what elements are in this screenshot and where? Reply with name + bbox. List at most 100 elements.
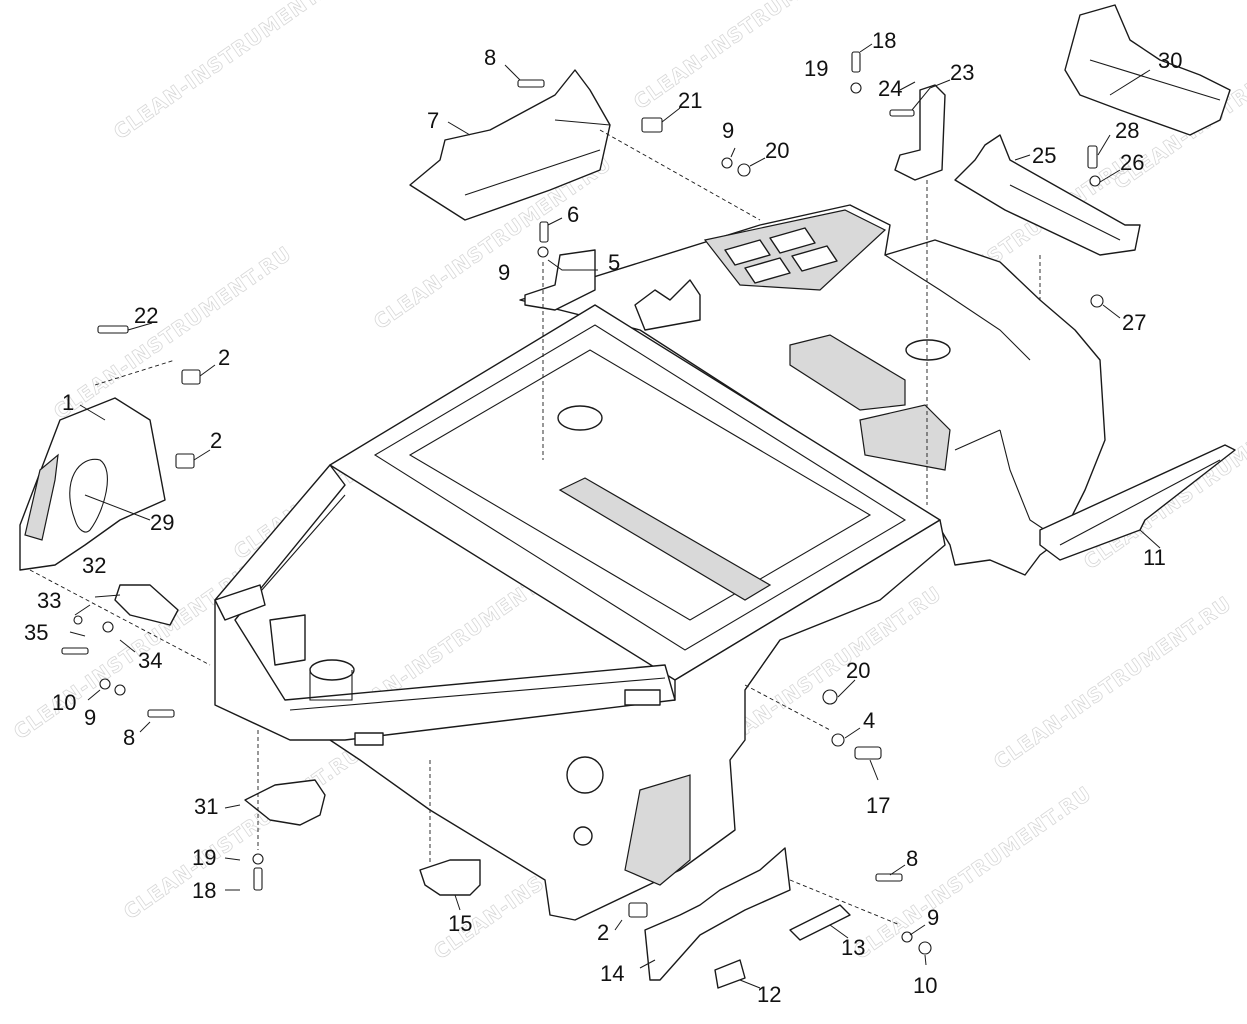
callout-label-2: 2	[218, 345, 230, 370]
rail-11	[1039, 444, 1236, 561]
callout-label-13: 13	[841, 935, 865, 960]
callout-labels: 1 2 2 2 4 5 6 7 8 8 8 9 9 9 9 10 10 11 1…	[24, 28, 1182, 1007]
plate-14	[644, 847, 791, 981]
nut-20	[737, 163, 751, 177]
callout-label-17: 17	[866, 793, 890, 818]
washer-4	[831, 733, 845, 747]
bolt-17	[854, 746, 882, 760]
callout-label-27: 27	[1122, 310, 1146, 335]
callout-label-30: 30	[1158, 48, 1182, 73]
washer-19	[850, 82, 862, 94]
callout-label-7: 7	[427, 108, 439, 133]
bolt-8	[147, 709, 175, 718]
callout-label-34: 34	[138, 648, 162, 673]
bracket-7	[409, 69, 611, 221]
callout-label-2: 2	[210, 428, 222, 453]
hardware	[61, 51, 1104, 955]
callout-label-29: 29	[150, 510, 174, 535]
nut-2	[175, 453, 195, 469]
washer-34	[102, 621, 114, 633]
callout-label-18: 18	[872, 28, 896, 53]
lever-23	[894, 84, 946, 181]
callout-label-8: 8	[906, 846, 918, 871]
washer-19	[252, 853, 264, 865]
callout-label-22: 22	[134, 303, 158, 328]
callout-label-9: 9	[722, 118, 734, 143]
watermark: CLEAN-INSTRUMENT.RU	[49, 241, 296, 424]
callout-label-2: 2	[597, 920, 609, 945]
callout-label-15: 15	[448, 911, 472, 936]
front-bumper	[214, 464, 676, 746]
bracket-30	[1064, 4, 1231, 136]
nut-10	[99, 678, 111, 690]
callout-label-35: 35	[24, 620, 48, 645]
callout-label-28: 28	[1115, 118, 1139, 143]
callout-label-11: 11	[1143, 545, 1166, 570]
callout-label-25: 25	[1032, 143, 1056, 168]
nut-21	[641, 117, 663, 133]
callout-label-21: 21	[678, 88, 702, 113]
nut-2	[628, 902, 648, 918]
callout-label-6: 6	[567, 202, 579, 227]
callout-label-12: 12	[757, 982, 781, 1007]
main-frame	[519, 204, 1106, 576]
callout-label-19: 19	[192, 845, 216, 870]
washer-33	[73, 615, 83, 625]
callout-label-32: 32	[82, 553, 106, 578]
nut-10	[918, 941, 932, 955]
plate-13	[789, 904, 851, 941]
callout-label-33: 33	[37, 588, 61, 613]
callout-label-20: 20	[765, 138, 789, 163]
callout-label-23: 23	[950, 60, 974, 85]
callout-label-31: 31	[194, 794, 218, 819]
bolt-8	[875, 873, 903, 882]
callout-label-9: 9	[498, 260, 510, 285]
bolt-28	[1087, 145, 1098, 169]
plate-12	[714, 959, 746, 989]
bolt-8	[517, 79, 545, 88]
bumper-bar	[214, 464, 676, 741]
bracket-25	[954, 134, 1141, 256]
bolt-6	[539, 221, 549, 243]
bolt-24	[889, 109, 915, 117]
callout-label-19: 19	[804, 56, 828, 81]
side-cover-1	[19, 397, 166, 571]
washer-26	[1089, 175, 1101, 187]
callout-label-14: 14	[600, 961, 624, 986]
washer-9	[901, 931, 913, 943]
bracket-15	[419, 859, 481, 896]
lower-plates	[644, 847, 851, 989]
callout-label-18: 18	[192, 878, 216, 903]
watermark: CLEAN-INSTRUMENT.RU	[119, 741, 366, 924]
callout-label-10: 10	[52, 690, 76, 715]
bracket-32	[114, 584, 179, 626]
callout-label-4: 4	[863, 708, 875, 733]
leader-lines	[29, 43, 1161, 989]
bolt-35	[61, 647, 89, 655]
callout-label-5: 5	[608, 250, 620, 275]
bolt-18	[253, 867, 263, 891]
bolt-22	[97, 325, 129, 334]
callout-label-9: 9	[927, 905, 939, 930]
callout-label-8: 8	[123, 725, 135, 750]
washer-9	[721, 157, 733, 169]
watermark: CLEAN-INSTRUMENT.RU	[629, 0, 876, 114]
callout-label-20: 20	[846, 658, 870, 683]
callout-label-10: 10	[913, 973, 937, 998]
gasket-29	[24, 453, 59, 541]
washer-9	[537, 246, 549, 258]
callout-label-1: 1	[62, 390, 74, 415]
watermark: CLEAN-INSTRUMENT.RU	[109, 0, 356, 144]
callout-label-24: 24	[878, 76, 902, 101]
bracket-31	[244, 779, 326, 826]
callout-label-9: 9	[84, 705, 96, 730]
bolt-18	[851, 51, 861, 73]
nut-2	[181, 369, 201, 385]
watermark: CLEAN-INSTRUMENT.RU	[989, 591, 1236, 774]
nut-27	[1090, 294, 1104, 308]
small-brackets	[114, 584, 481, 896]
nut-20	[822, 689, 838, 705]
washer-9	[114, 684, 126, 696]
callout-label-8: 8	[484, 45, 496, 70]
